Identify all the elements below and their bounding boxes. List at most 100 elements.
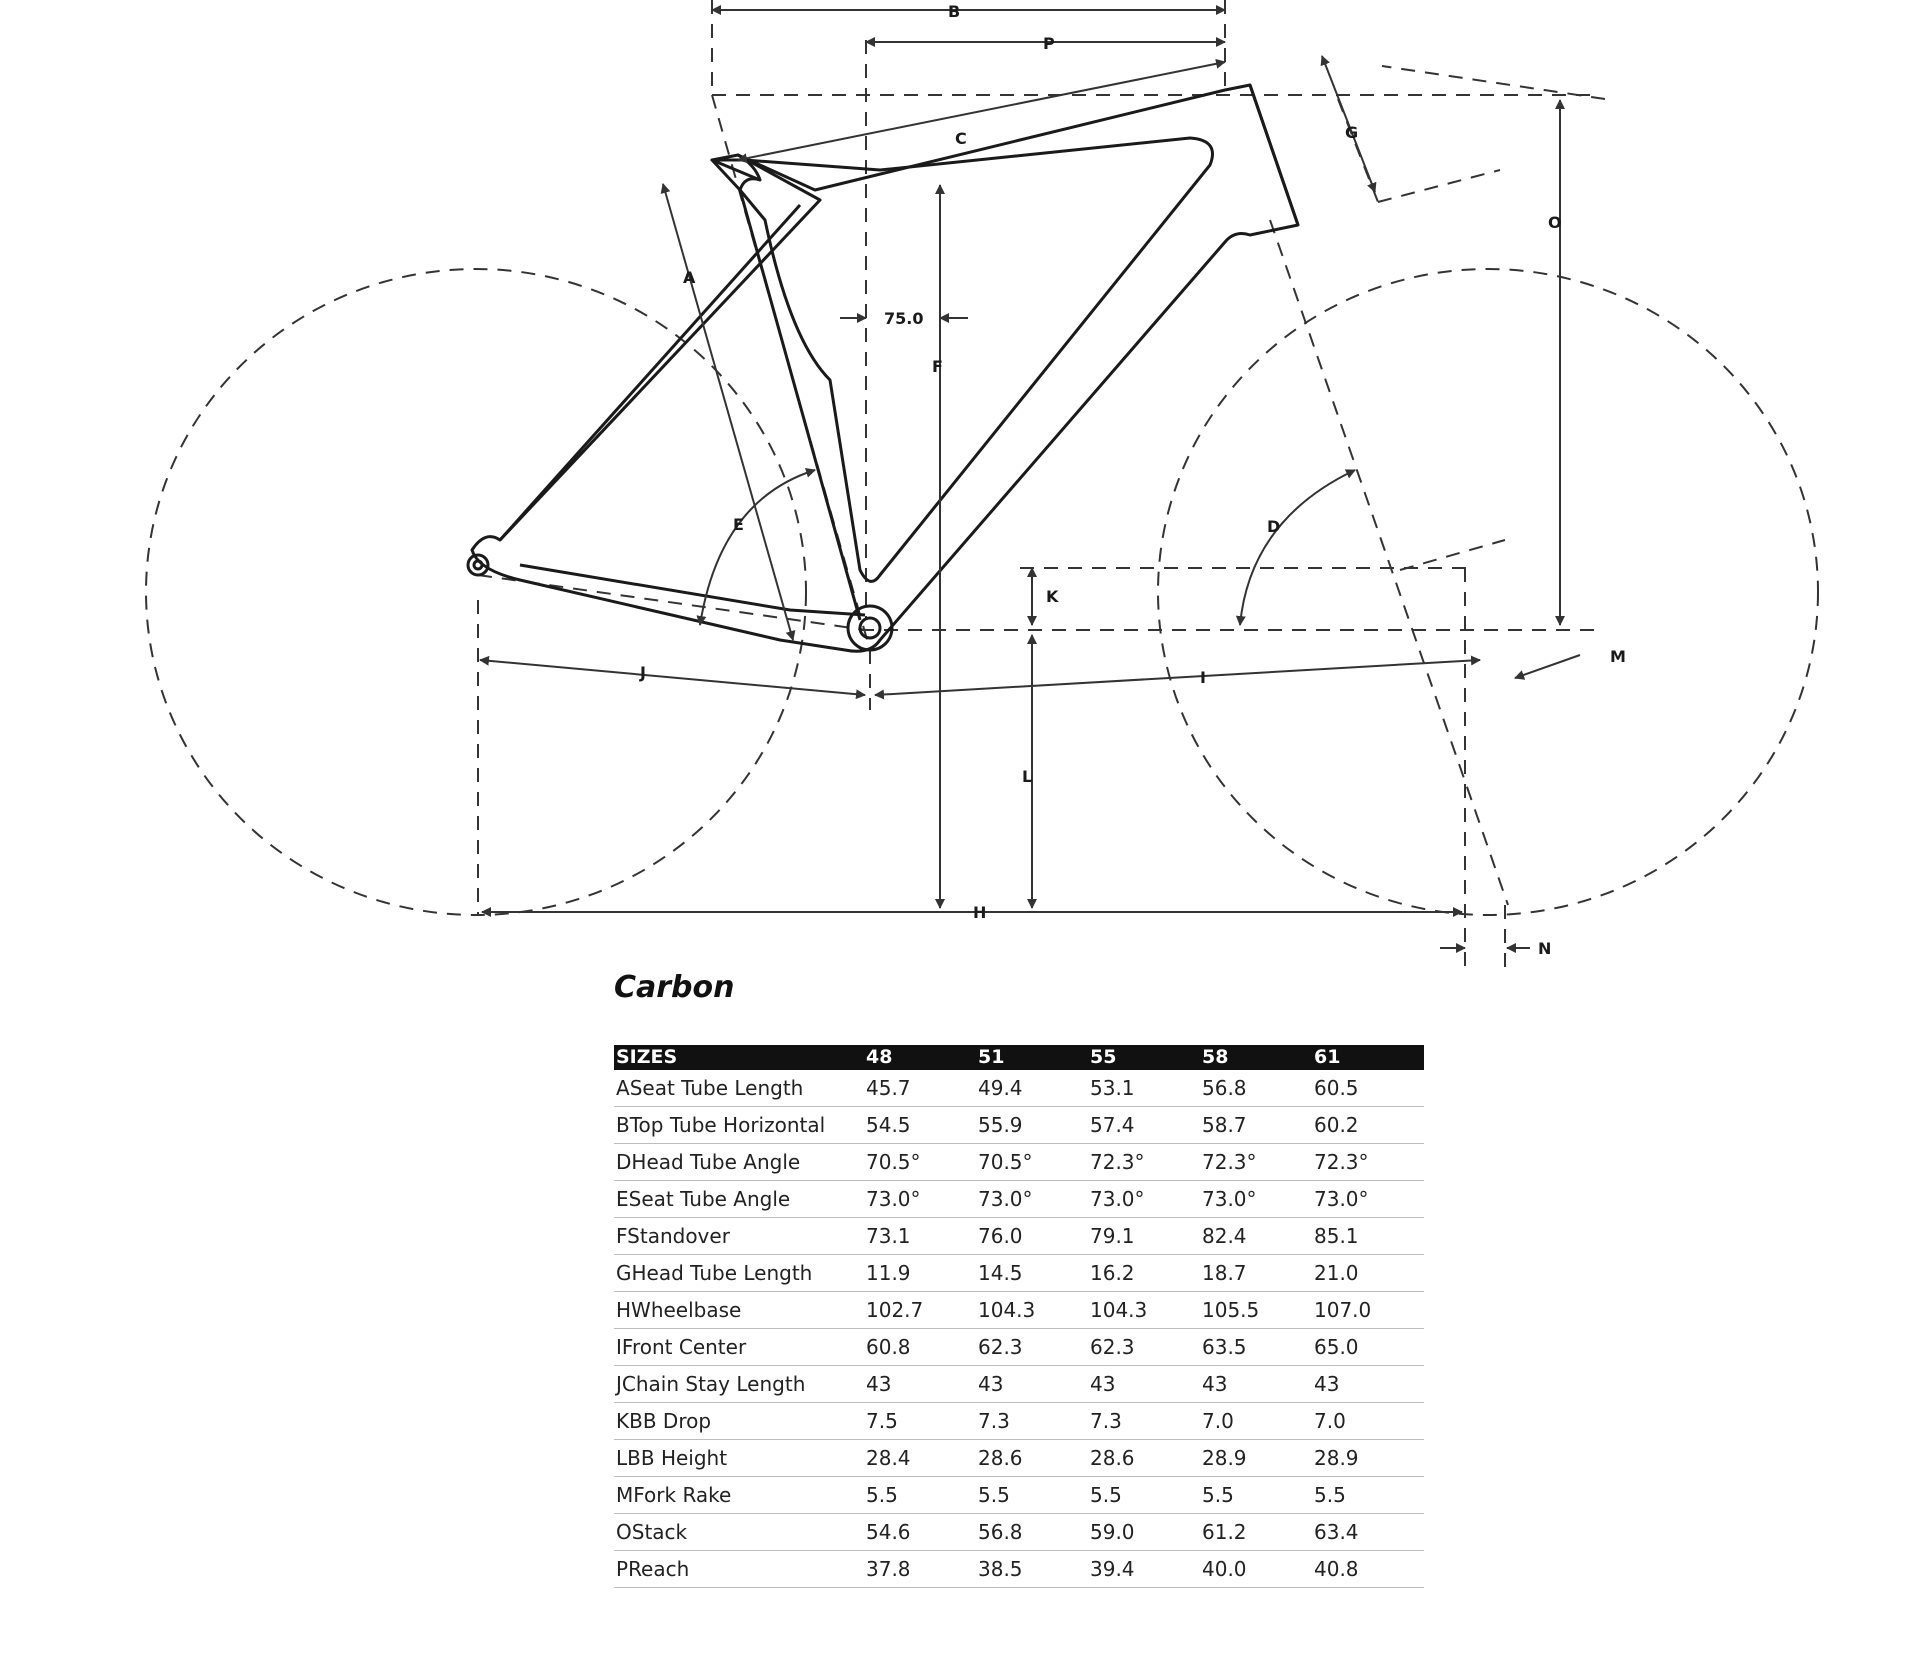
dim-label-b: B	[948, 2, 960, 21]
measurement-cell: KBB Drop	[614, 1402, 864, 1440]
dim-label-d: D	[1267, 517, 1280, 536]
measurement-code: A	[616, 1076, 630, 1100]
measurement-code: I	[616, 1335, 622, 1359]
value-cell: 56.8	[1200, 1070, 1312, 1107]
measurement-cell: JChain Stay Length	[614, 1365, 864, 1403]
value-cell: 70.5°	[864, 1143, 976, 1181]
header-size: 58	[1202, 1046, 1229, 1068]
reference-lines	[477, 0, 1606, 970]
value-cell: 104.3	[1088, 1291, 1200, 1329]
value-cell: 38.5	[976, 1550, 1088, 1588]
value-cell: 56.8	[976, 1513, 1088, 1551]
value-cell: 39.4	[1088, 1550, 1200, 1588]
value-cell: 73.0°	[1312, 1180, 1424, 1218]
measurement-cell: PReach	[614, 1550, 864, 1588]
table-header-row: SIZES 48 51 55 58 61	[614, 1045, 1424, 1070]
measurement-code: F	[616, 1224, 628, 1248]
value-cell: 73.0°	[1200, 1180, 1312, 1218]
value-cell: 28.6	[976, 1439, 1088, 1477]
value-cell: 49.4	[976, 1070, 1088, 1107]
value-cell: 7.0	[1312, 1402, 1424, 1440]
measurement-name: Seat Tube Length	[629, 1076, 804, 1100]
header-size: 51	[978, 1046, 1005, 1068]
dim-label-p: P	[1043, 34, 1055, 53]
value-cell: 70.5°	[976, 1143, 1088, 1181]
value-cell: 60.8	[864, 1328, 976, 1366]
value-cell: 40.0	[1200, 1550, 1312, 1588]
value-cell: 59.0	[1088, 1513, 1200, 1551]
measurement-name: Head Tube Length	[631, 1261, 813, 1285]
value-cell: 72.3°	[1312, 1143, 1424, 1181]
measurement-name: Fork Rake	[633, 1483, 732, 1507]
dim-label-l: L	[1022, 767, 1032, 786]
measurement-name: BB Drop	[629, 1409, 712, 1433]
value-cell: 7.3	[1088, 1402, 1200, 1440]
value-cell: 73.0°	[1088, 1180, 1200, 1218]
value-cell: 7.5	[864, 1402, 976, 1440]
value-cell: 45.7	[864, 1070, 976, 1107]
value-cell: 63.5	[1200, 1328, 1312, 1366]
bike-frame	[466, 83, 1300, 653]
value-cell: 61.2	[1200, 1513, 1312, 1551]
measurement-cell: DHead Tube Angle	[614, 1143, 864, 1181]
measurement-cell: IFront Center	[614, 1328, 864, 1366]
value-cell: 60.2	[1312, 1106, 1424, 1144]
measurement-code: J	[616, 1372, 622, 1396]
measurement-name: Chain Stay Length	[621, 1372, 806, 1396]
value-cell: 7.0	[1200, 1402, 1312, 1440]
measurement-name: Standover	[627, 1224, 730, 1248]
measurement-cell: HWheelbase	[614, 1291, 864, 1329]
measurement-code: B	[616, 1113, 630, 1137]
value-cell: 28.9	[1200, 1439, 1312, 1477]
value-cell: 21.0	[1312, 1254, 1424, 1292]
value-cell: 57.4	[1088, 1106, 1200, 1144]
measurement-code: K	[616, 1409, 630, 1433]
front-wheel-outline	[1157, 268, 1819, 916]
dim-label-h: H	[973, 903, 986, 922]
value-cell: 43	[976, 1365, 1088, 1403]
value-cell: 102.7	[864, 1291, 976, 1329]
dim-label-m: M	[1610, 647, 1626, 666]
measurement-code: O	[616, 1520, 632, 1544]
value-cell: 43	[1088, 1365, 1200, 1403]
header-sizes: SIZES	[616, 1046, 678, 1068]
value-cell: 72.3°	[1088, 1143, 1200, 1181]
measurement-code: M	[616, 1483, 634, 1507]
value-cell: 85.1	[1312, 1217, 1424, 1255]
dimension-letters: A B C D E F G H I J K L M N O P 75.0	[639, 2, 1626, 958]
measurement-name: Head Tube Angle	[631, 1150, 801, 1174]
dim-label-c: C	[955, 129, 967, 148]
measurement-name: BB Height	[627, 1446, 728, 1470]
measurement-cell: LBB Height	[614, 1439, 864, 1477]
measurement-cell: MFork Rake	[614, 1476, 864, 1514]
dim-label-a: A	[683, 268, 696, 287]
measurement-cell: OStack	[614, 1513, 864, 1551]
value-cell: 82.4	[1200, 1217, 1312, 1255]
value-cell: 28.4	[864, 1439, 976, 1477]
measurement-code: P	[616, 1557, 629, 1581]
value-cell: 40.8	[1312, 1550, 1424, 1588]
dim-label-g: G	[1345, 123, 1358, 142]
value-cell: 55.9	[976, 1106, 1088, 1144]
dim-label-n: N	[1538, 939, 1551, 958]
measurement-cell: ASeat Tube Length	[614, 1070, 864, 1107]
measurement-name: Top Tube Horizontal	[629, 1113, 826, 1137]
value-cell: 105.5	[1200, 1291, 1312, 1329]
value-cell: 43	[1200, 1365, 1312, 1403]
header-size: 55	[1090, 1046, 1117, 1068]
measurement-code: H	[616, 1298, 632, 1322]
value-cell: 28.9	[1312, 1439, 1424, 1477]
dimension-lines	[479, 5, 1581, 953]
value-cell: 14.5	[976, 1254, 1088, 1292]
